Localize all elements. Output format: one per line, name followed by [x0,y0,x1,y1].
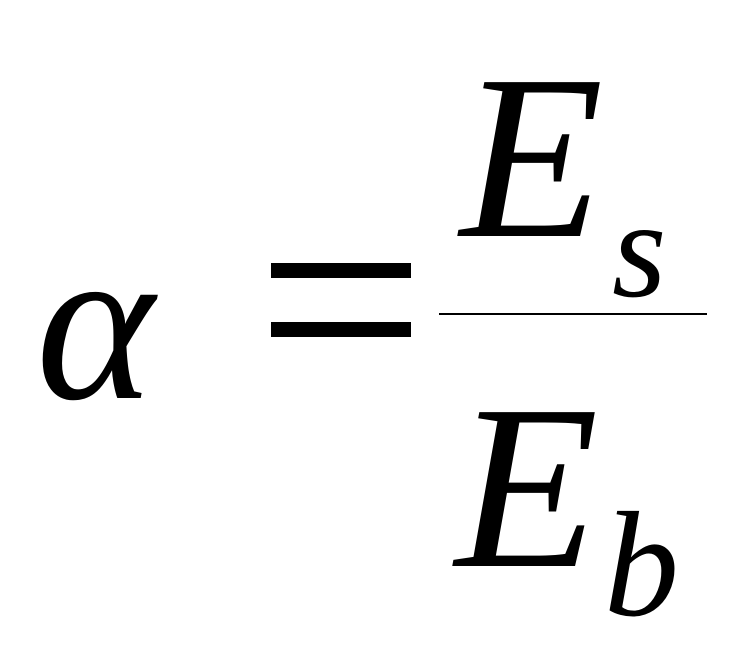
fraction-bar [439,313,707,315]
numerator-base: E [460,27,604,287]
alpha-symbol: α [36,197,155,447]
denominator-base: E [455,357,599,617]
equals-sign [271,263,411,343]
numerator-subscript: s [612,172,667,327]
denominator-subscript: b [604,482,679,648]
